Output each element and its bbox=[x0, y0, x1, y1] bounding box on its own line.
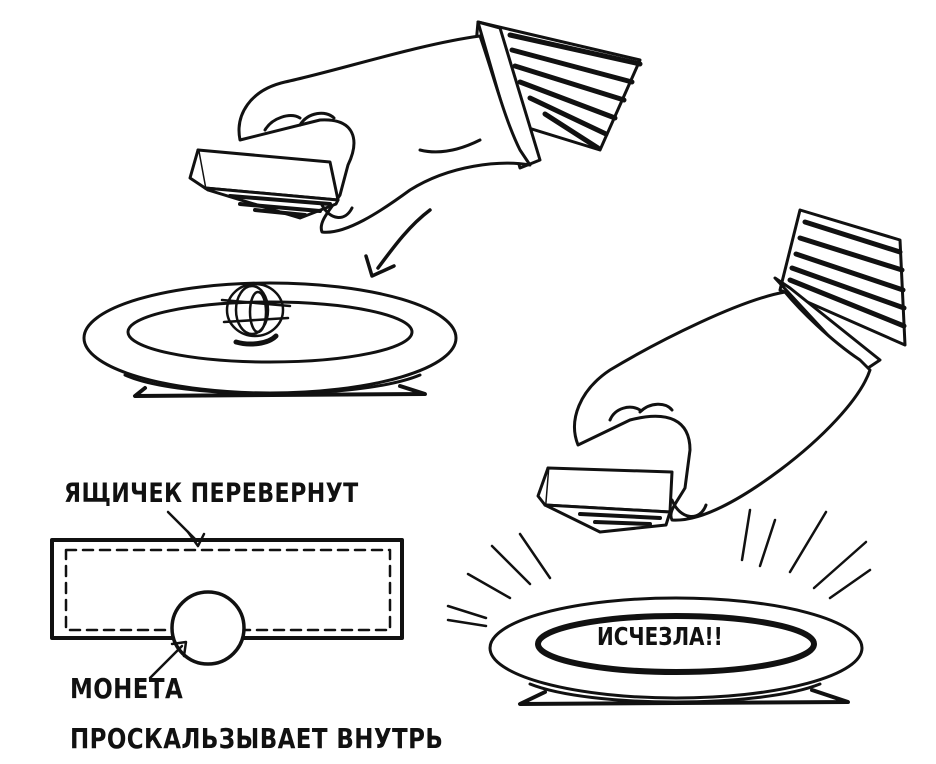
sleeve-hatching-top bbox=[507, 32, 643, 151]
box-hatching-top bbox=[228, 194, 332, 217]
coin-icon bbox=[220, 282, 292, 347]
hand-with-box-top bbox=[188, 20, 643, 234]
box-cross-section bbox=[50, 510, 404, 680]
drop-arrow bbox=[364, 208, 432, 278]
plate-bottom bbox=[488, 596, 864, 706]
hand-with-box-bottom bbox=[536, 208, 907, 534]
burst-lines bbox=[446, 508, 872, 628]
box-hatching-bottom bbox=[578, 512, 662, 526]
label-coin: МОНЕТА bbox=[70, 672, 184, 705]
label-vanished: ИСЧЕЗЛА!! bbox=[597, 622, 723, 651]
label-box-flipped: ЯЩИЧЕК ПЕРЕВЕРНУТ bbox=[64, 478, 359, 509]
sleeve-hatching-bottom bbox=[787, 219, 907, 329]
label-slides-inside: ПРОСКАЛЬЗЫВАЕТ ВНУТРЬ bbox=[70, 722, 444, 755]
